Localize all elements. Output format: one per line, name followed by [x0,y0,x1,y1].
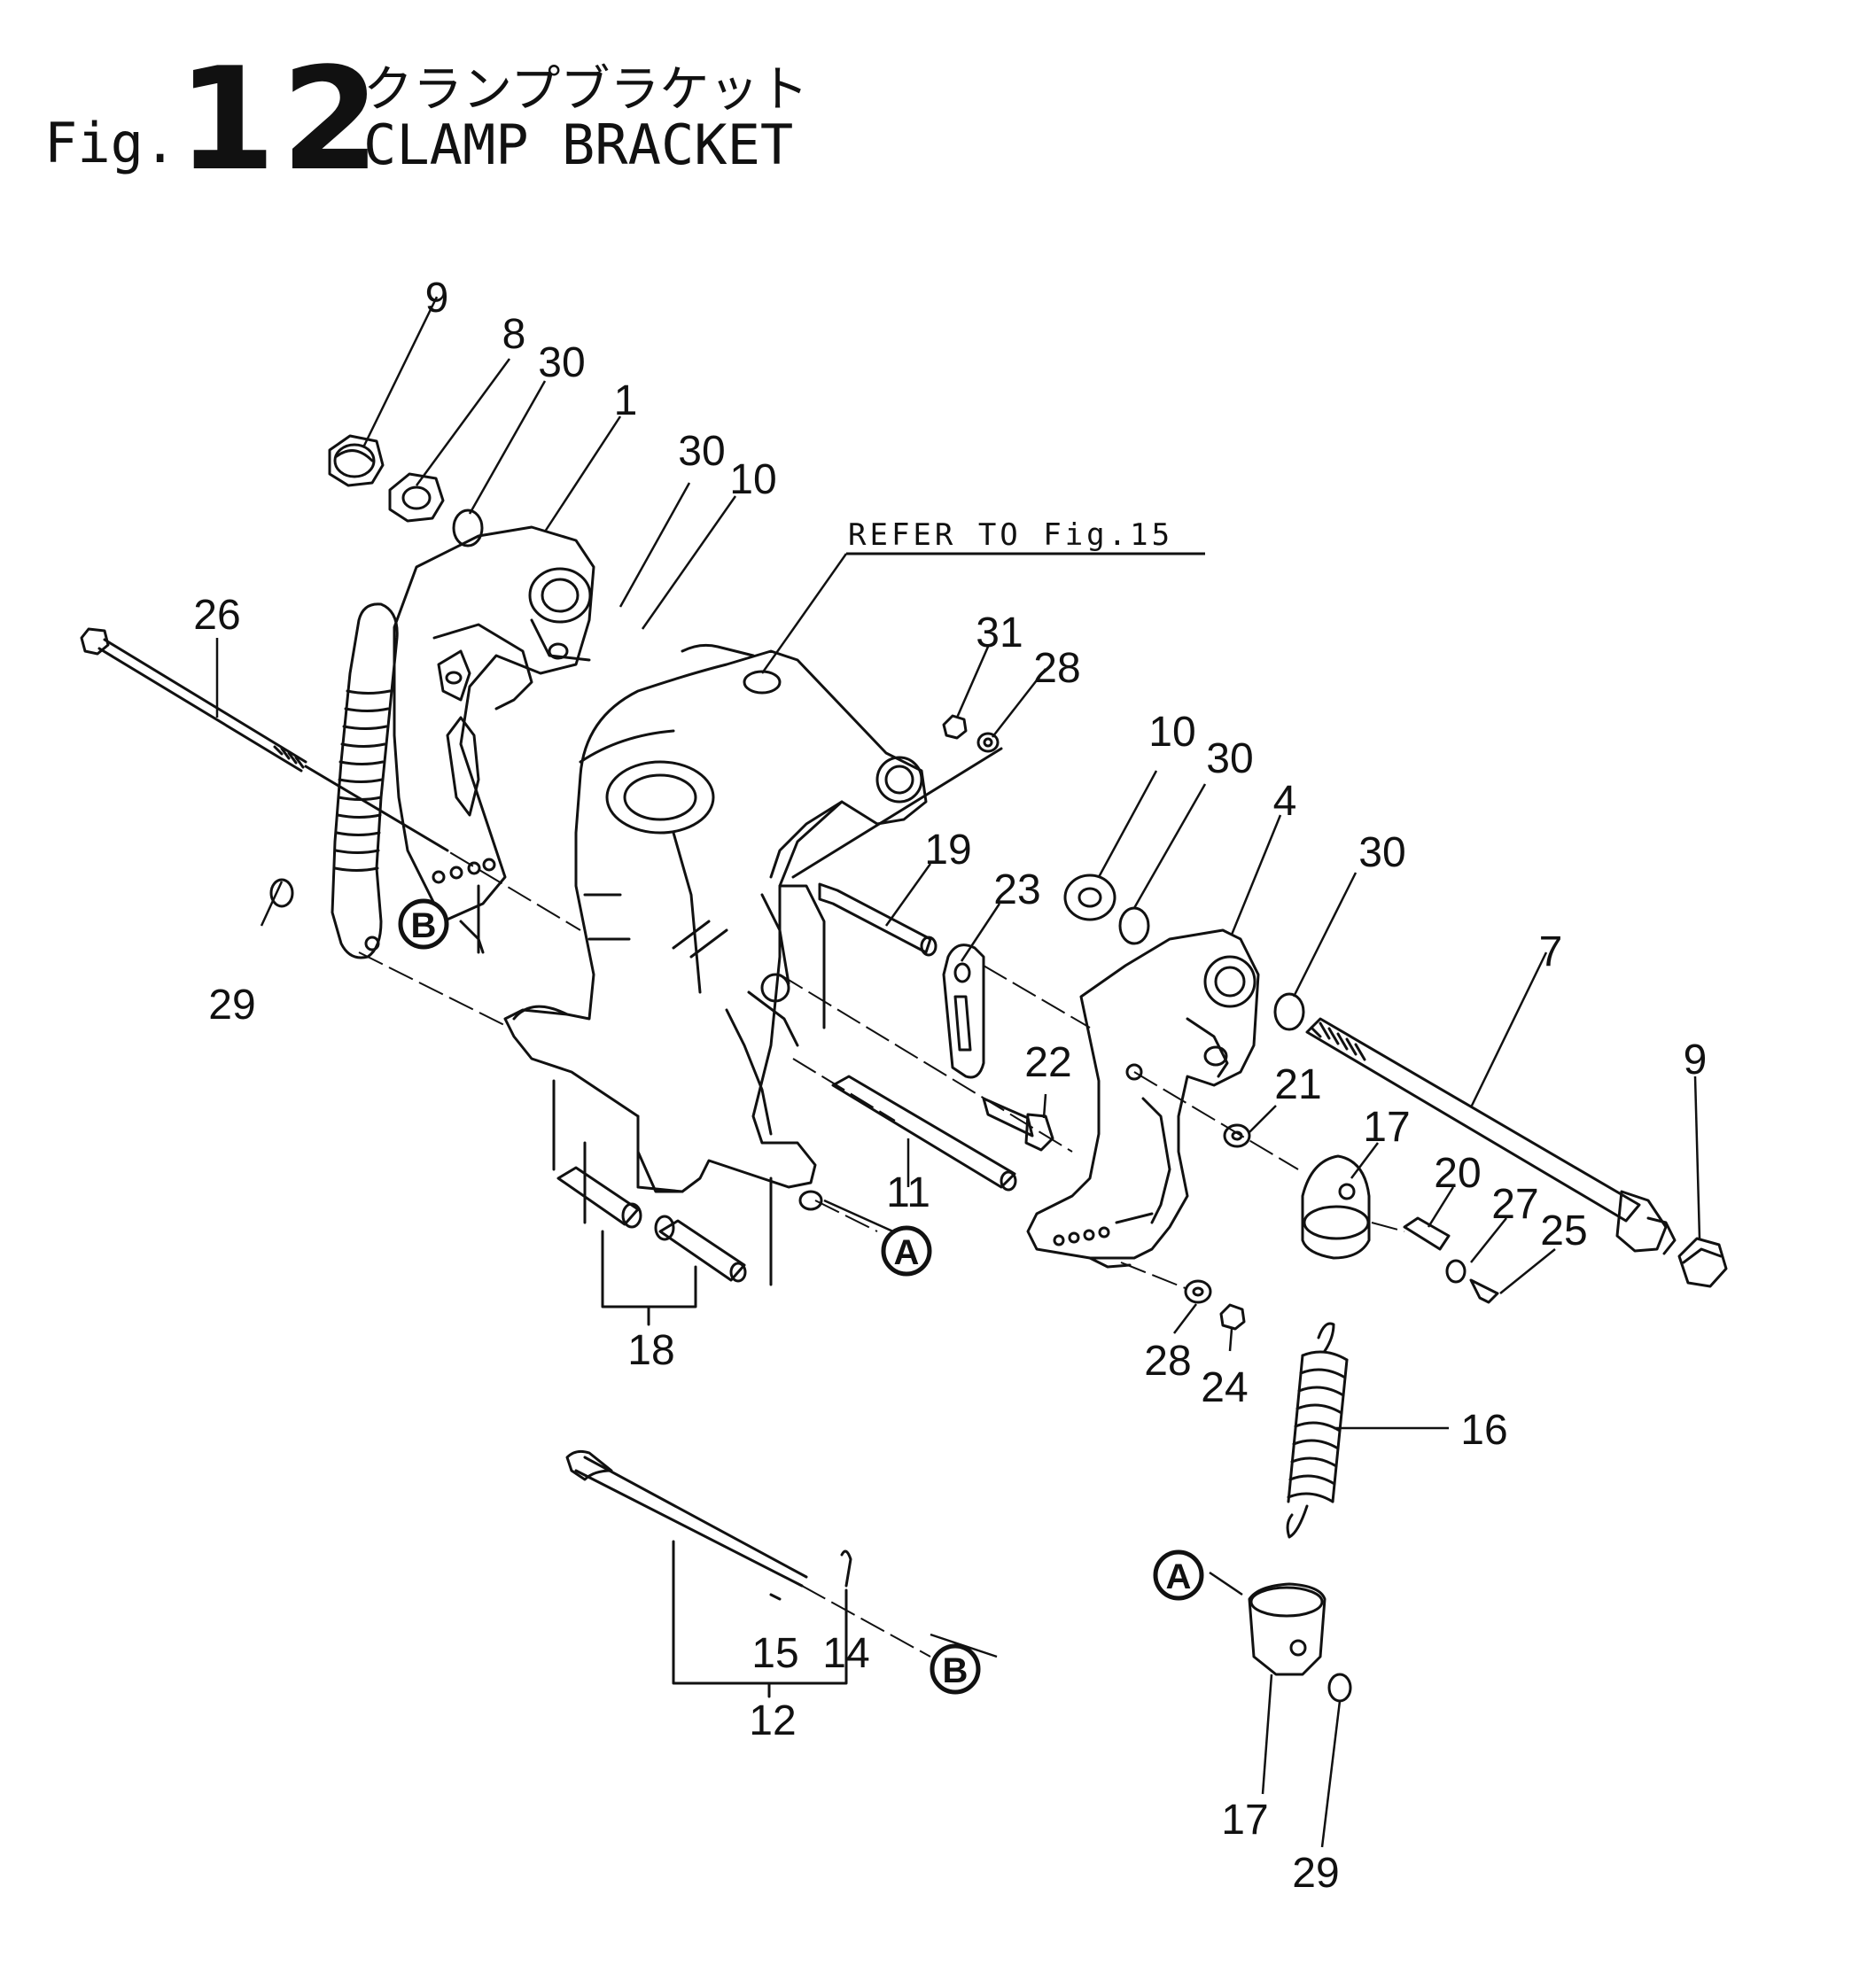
callout-10: 10 [1148,709,1195,756]
o-ring-part-30-right [1118,906,1150,945]
spring-bracket-part-17-upper [1301,1154,1371,1260]
fig-number: 12 [177,36,385,202]
svg-text:B: B [411,906,437,945]
svg-text:B: B [943,1651,969,1690]
marker-b-left: B [398,898,449,950]
marker-a-lower: A [1153,1549,1204,1601]
nut-part-31 [942,714,968,740]
tilt-rod-part-12 [565,1449,852,1698]
callout-17: 17 [1221,1797,1268,1844]
clamp-bracket-left-part-1 [393,525,595,954]
callout-16: 16 [1460,1407,1507,1454]
callout-11: 11 [886,1169,930,1216]
circlip-part-29-left [269,878,294,908]
washer-part-28-lower [1184,1279,1212,1304]
swivel-bracket [503,643,928,1211]
washer-part-10-right [1063,874,1116,921]
callout-30: 30 [678,428,725,475]
fig-prefix: Fig. [44,111,176,175]
washer-part-27 [1445,1259,1467,1284]
reference-leader [760,553,848,674]
tilt-grip-hose [331,602,399,959]
svg-text:A: A [894,1233,920,1272]
pin-part-19 [818,882,938,957]
callout-15: 15 [751,1630,798,1677]
callout-28: 28 [1033,645,1080,692]
callout-18: 18 [627,1327,674,1374]
callout-28: 28 [1144,1338,1191,1385]
spring-bracket-part-17-lower [1248,1582,1327,1676]
title-japanese: クランプブラケット [363,61,808,119]
cap-nut-part-9 [328,434,385,487]
callout-12: 12 [749,1697,796,1744]
svg-text:A: A [1166,1557,1192,1596]
marker-b-lower: B [930,1643,981,1695]
assembly-center-lines [305,765,1405,1658]
callout-30: 30 [1206,735,1253,782]
callout-20: 20 [1434,1150,1481,1197]
washer-part-21 [1223,1123,1251,1148]
circlip-part-29-lower [1327,1673,1352,1703]
reference-note: REFER TO Fig.15 [848,517,1173,553]
callout-1: 1 [614,377,638,424]
bolt-part-22 [982,1097,1054,1152]
callout-9: 9 [1684,1037,1708,1083]
o-ring-part-30 [452,509,484,547]
callout-22: 22 [1024,1039,1071,1086]
callout-leaders [215,296,1701,1848]
callout-4: 4 [1273,778,1297,825]
washer-part-28-upper [976,732,1000,753]
tilt-shaft-part-7 [1305,1017,1677,1255]
clamp-bracket-right-part-4 [1026,928,1260,1269]
link-plate-part-23 [942,944,985,1079]
nut-part-24 [1219,1303,1246,1331]
marker-a-center: A [881,1225,932,1277]
callout-21: 21 [1274,1061,1321,1108]
shaft-part-11 [831,1075,1017,1192]
o-ring-part-30-far-right [1273,992,1305,1031]
pin-part-20 [1403,1216,1451,1251]
callout-17: 17 [1363,1104,1410,1151]
through-bolt-part-26 [80,627,449,852]
spring-part-16 [1286,1322,1349,1539]
callout-31: 31 [976,610,1023,656]
callout-25: 25 [1540,1208,1587,1254]
callout-24: 24 [1201,1364,1248,1411]
pins-part-18 [552,1079,773,1326]
callout-14: 14 [822,1630,869,1677]
callout-27: 27 [1491,1181,1538,1228]
screw-part-25 [1469,1278,1499,1304]
callout-23: 23 [993,866,1040,913]
callout-labels: 9 8 30 1 30 10 26 29 31 28 10 30 4 30 19… [193,275,1707,1897]
callout-29: 29 [208,982,255,1029]
callout-8: 8 [502,311,526,358]
callout-9: 9 [425,275,449,322]
title-english: CLAMP BRACKET [363,113,793,177]
cap-nut-part-9-right [1677,1237,1728,1288]
callout-7: 7 [1539,928,1563,975]
callout-30: 30 [1358,829,1405,876]
callout-19: 19 [924,827,971,874]
callout-30: 30 [538,339,585,386]
nut-part-8 [388,472,445,523]
callout-10: 10 [729,456,776,503]
callout-29: 29 [1292,1850,1339,1897]
callout-26: 26 [193,592,240,639]
